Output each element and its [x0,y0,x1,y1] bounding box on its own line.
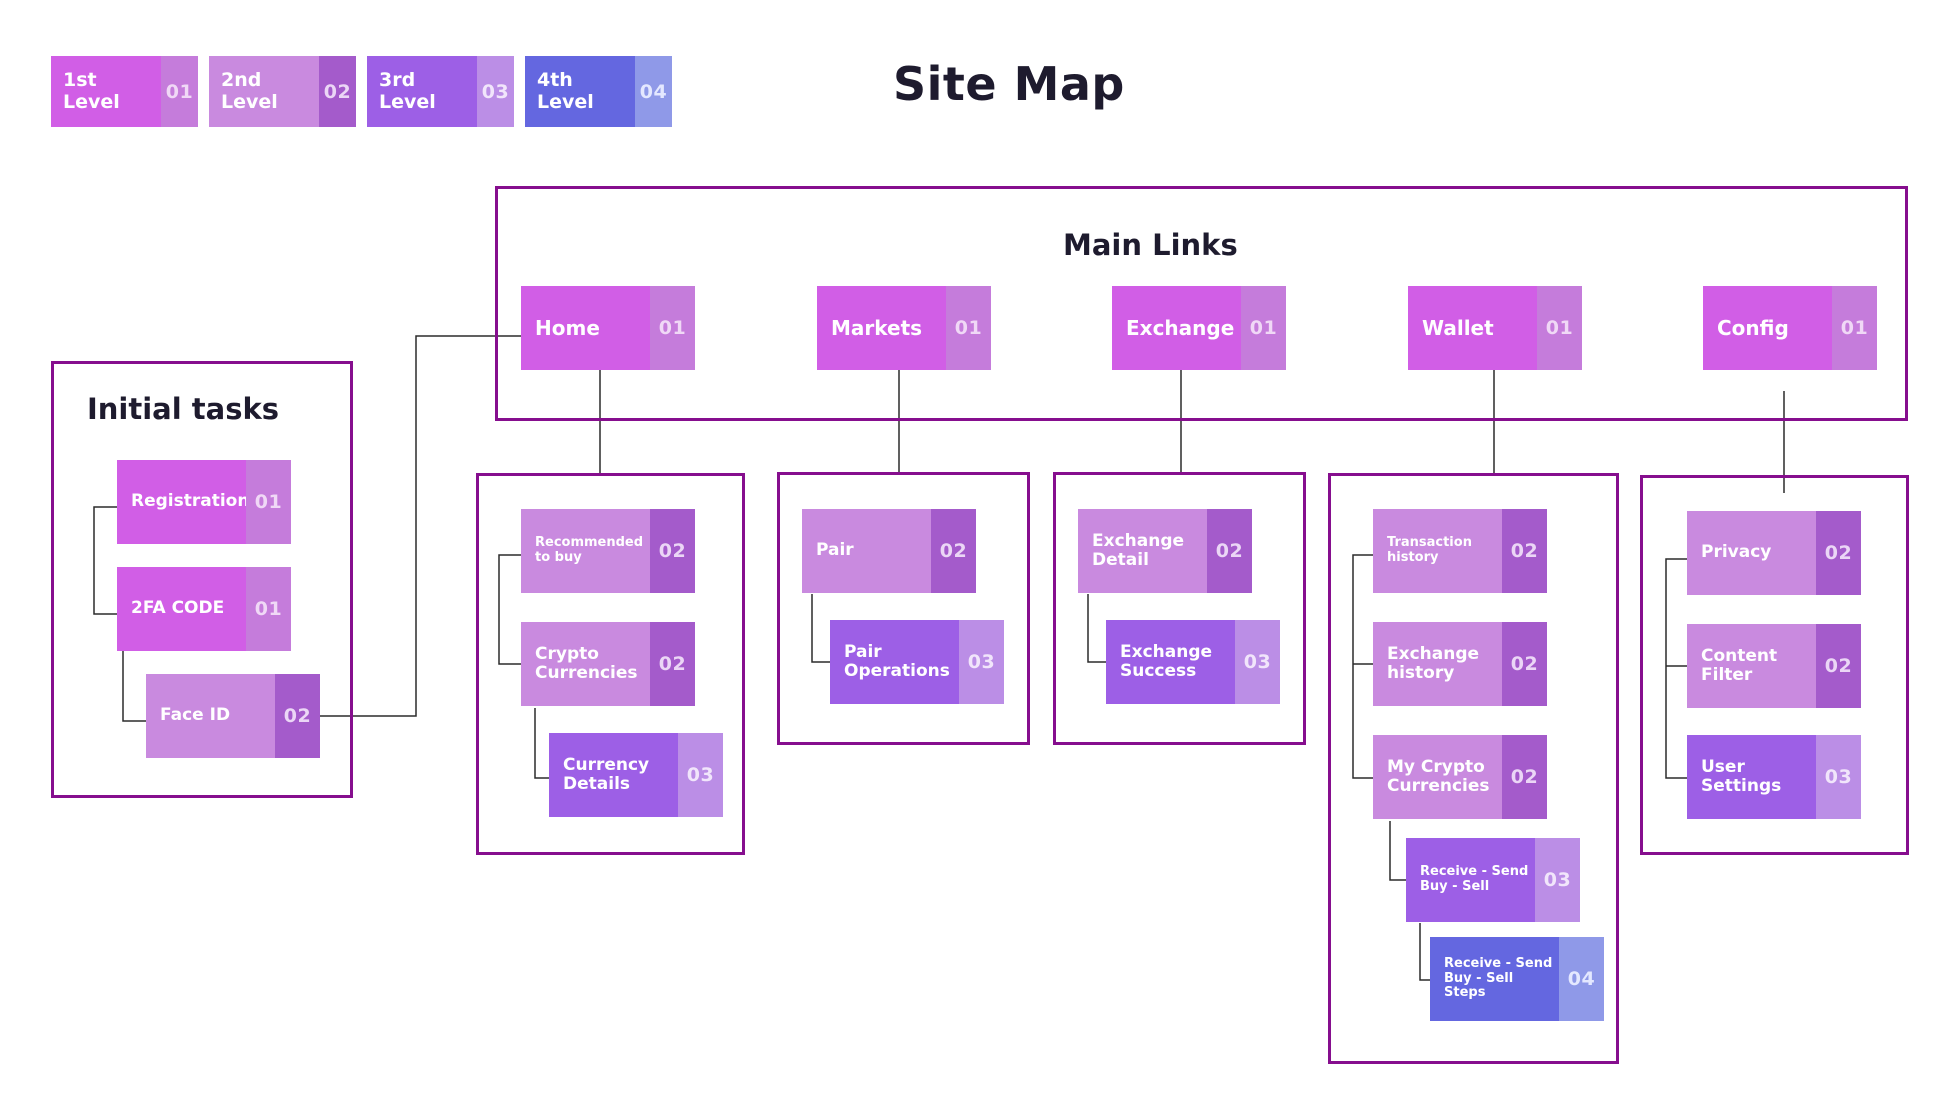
node-crypto-currencies-label: Crypto Currencies [521,622,650,706]
node-currency-details-label: Currency Details [549,733,678,817]
legend-level-3-label: 3rd Level [367,56,477,127]
node-2fa-code-number: 01 [246,567,291,651]
node-user-settings[interactable]: User Settings 03 [1687,735,1861,819]
node-exchange-detail-number: 02 [1207,509,1252,593]
node-exchange-history-label: Exchange history [1373,622,1502,706]
node-crypto-currencies[interactable]: Crypto Currencies 02 [521,622,695,706]
node-markets-number: 01 [946,286,991,370]
node-receive-send-buy-sell-label: Receive - Send Buy - Sell [1406,838,1535,922]
legend-level-1-label: 1st Level [51,56,161,127]
node-wallet[interactable]: Wallet 01 [1408,286,1582,370]
node-exchange-history-number: 02 [1502,622,1547,706]
node-recommended-to-buy-label: Recommended to buy [521,509,650,593]
node-exchange[interactable]: Exchange 01 [1112,286,1286,370]
page-title: Site Map [893,57,1125,111]
initial-tasks-frame [51,361,353,798]
legend-level-1-number: 01 [161,56,198,127]
node-2fa-code[interactable]: 2FA CODE 01 [117,567,291,651]
legend-level-2-number: 02 [319,56,356,127]
node-receive-send-buy-sell[interactable]: Receive - Send Buy - Sell 03 [1406,838,1580,922]
node-home-number: 01 [650,286,695,370]
node-privacy-label: Privacy [1687,511,1816,595]
node-face-id[interactable]: Face ID 02 [146,674,320,758]
node-wallet-number: 01 [1537,286,1582,370]
node-exchange-detail[interactable]: Exchange Detail 02 [1078,509,1252,593]
node-receive-send-buy-sell-steps-label: Receive - Send Buy - Sell Steps [1430,937,1559,1021]
legend-level-2-label: 2nd Level [209,56,319,127]
node-face-id-number: 02 [275,674,320,758]
node-wallet-label: Wallet [1408,286,1537,370]
node-config-label: Config [1703,286,1832,370]
node-home-label: Home [521,286,650,370]
main-links-title: Main Links [1063,228,1238,262]
node-exchange-number: 01 [1241,286,1286,370]
node-pair-number: 02 [931,509,976,593]
node-currency-details[interactable]: Currency Details 03 [549,733,723,817]
node-exchange-history[interactable]: Exchange history 02 [1373,622,1547,706]
main-links-frame [495,186,1908,421]
node-registration[interactable]: Registration 01 [117,460,291,544]
node-user-settings-number: 03 [1816,735,1861,819]
node-markets-label: Markets [817,286,946,370]
legend-level-1: 1st Level 01 [51,56,198,127]
node-transaction-history-number: 02 [1502,509,1547,593]
node-receive-send-buy-sell-steps[interactable]: Receive - Send Buy - Sell Steps 04 [1430,937,1604,1021]
node-markets[interactable]: Markets 01 [817,286,991,370]
home-group-frame [476,473,745,855]
node-pair[interactable]: Pair 02 [802,509,976,593]
node-currency-details-number: 03 [678,733,723,817]
node-content-filter[interactable]: Content Filter 02 [1687,624,1861,708]
node-config[interactable]: Config 01 [1703,286,1877,370]
node-2fa-code-label: 2FA CODE [117,567,246,651]
exchange-group-frame [1053,472,1306,745]
markets-group-frame [777,472,1030,745]
node-exchange-success-label: Exchange Success [1106,620,1235,704]
node-exchange-detail-label: Exchange Detail [1078,509,1207,593]
config-group-frame [1640,475,1909,855]
node-crypto-currencies-number: 02 [650,622,695,706]
node-content-filter-label: Content Filter [1687,624,1816,708]
legend-level-4-number: 04 [635,56,672,127]
node-content-filter-number: 02 [1816,624,1861,708]
node-privacy-number: 02 [1816,511,1861,595]
initial-tasks-title: Initial tasks [87,392,280,426]
node-exchange-label: Exchange [1112,286,1241,370]
legend-level-3: 3rd Level 03 [367,56,514,127]
node-privacy[interactable]: Privacy 02 [1687,511,1861,595]
node-config-number: 01 [1832,286,1877,370]
node-exchange-success[interactable]: Exchange Success 03 [1106,620,1280,704]
node-registration-number: 01 [246,460,291,544]
node-pair-operations[interactable]: Pair Operations 03 [830,620,1004,704]
node-exchange-success-number: 03 [1235,620,1280,704]
node-pair-operations-label: Pair Operations [830,620,959,704]
node-transaction-history[interactable]: Transaction history 02 [1373,509,1547,593]
node-receive-send-buy-sell-steps-number: 04 [1559,937,1604,1021]
node-face-id-label: Face ID [146,674,275,758]
node-registration-label: Registration [117,460,246,544]
legend-level-4-label: 4th Level [525,56,635,127]
node-transaction-history-label: Transaction history [1373,509,1502,593]
node-user-settings-label: User Settings [1687,735,1816,819]
node-my-crypto-currencies-number: 02 [1502,735,1547,819]
legend-level-3-number: 03 [477,56,514,127]
node-pair-label: Pair [802,509,931,593]
node-recommended-to-buy[interactable]: Recommended to buy 02 [521,509,695,593]
legend-level-2: 2nd Level 02 [209,56,356,127]
node-home[interactable]: Home 01 [521,286,695,370]
wallet-group-frame [1328,473,1619,1064]
legend-level-4: 4th Level 04 [525,56,672,127]
node-recommended-to-buy-number: 02 [650,509,695,593]
node-my-crypto-currencies[interactable]: My Crypto Currencies 02 [1373,735,1547,819]
node-pair-operations-number: 03 [959,620,1004,704]
node-receive-send-buy-sell-number: 03 [1535,838,1580,922]
node-my-crypto-currencies-label: My Crypto Currencies [1373,735,1502,819]
